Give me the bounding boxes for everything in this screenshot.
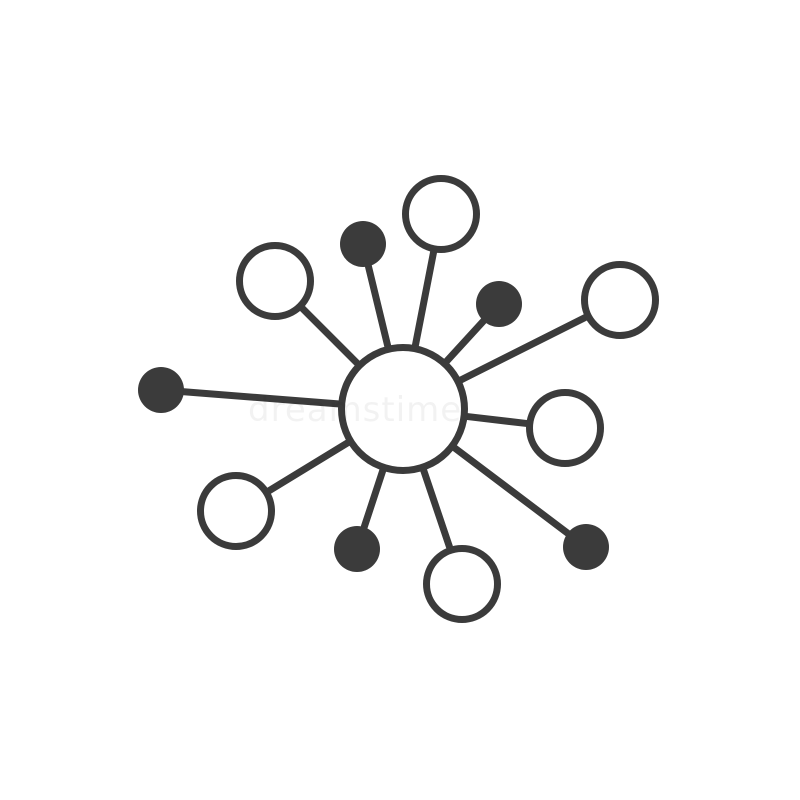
connector-line-5	[457, 314, 589, 384]
connector-lines	[180, 248, 589, 551]
connector-line-7	[451, 444, 572, 537]
satellite-node-filled-bottom-right	[563, 524, 609, 570]
satellite-node-open-bottom	[423, 545, 501, 623]
satellite-node-filled-left	[138, 367, 184, 413]
satellite-node-open-top	[402, 175, 480, 253]
connector-line-1	[299, 305, 361, 367]
connector-line-4	[443, 317, 487, 365]
satellite-node-open-right-upper	[581, 261, 659, 339]
connector-line-2	[364, 262, 392, 350]
satellite-node-open-bottom-left	[197, 472, 275, 550]
satellite-node-filled-top-right	[476, 281, 522, 327]
center-hub-node	[338, 344, 468, 474]
connector-line-3	[411, 248, 438, 349]
satellite-node-open-right	[526, 389, 604, 467]
connector-line-11	[180, 388, 342, 408]
satellite-node-open-top-left	[236, 242, 314, 320]
satellite-node-filled-bottom	[334, 526, 380, 572]
connector-line-8	[420, 467, 454, 551]
connector-line-10	[265, 439, 352, 495]
connector-line-6	[464, 413, 530, 427]
satellite-node-filled-top	[340, 221, 386, 267]
connector-line-9	[360, 467, 387, 531]
nodes	[138, 175, 659, 623]
